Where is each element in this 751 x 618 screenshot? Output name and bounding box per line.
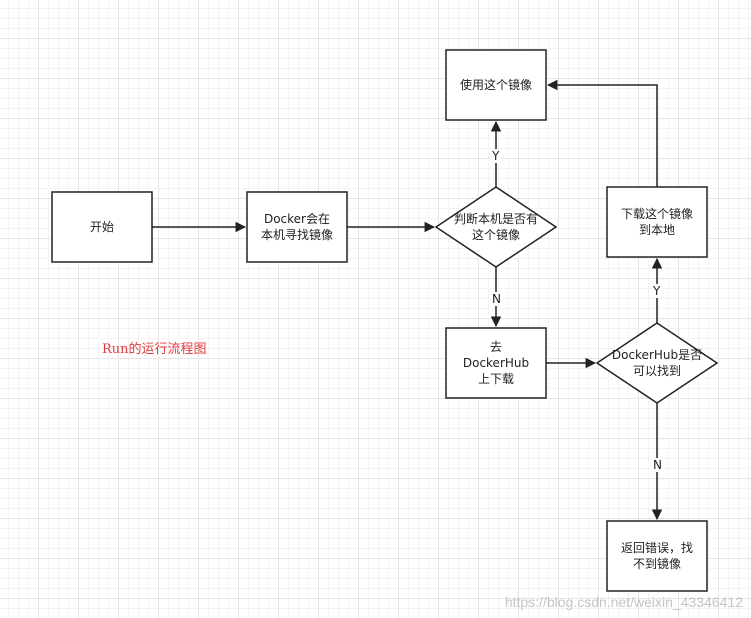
edge-download-to-use: [546, 79, 658, 187]
node-go-hub-box: [445, 327, 547, 399]
edge-judge-yes-label: Y: [490, 149, 502, 163]
node-start-box: [51, 191, 153, 263]
node-error-box: [606, 520, 708, 592]
node-go-hub-label: 去 DockerHub 上下载: [462, 340, 530, 386]
node-use-image-box: [445, 49, 547, 121]
node-start-label: 开始: [89, 220, 114, 234]
node-download-box: [606, 186, 708, 258]
watermark: https://blog.csdn.net/weixin_43346412: [504, 594, 743, 610]
node-docker-local-label: Docker会在 本机寻找镜像: [260, 212, 333, 242]
node-hub-found-label: DockerHub是否 可以找到: [611, 348, 703, 378]
edge-hub-no-label: N: [651, 458, 664, 472]
edge-judge-no-label: N: [490, 292, 503, 306]
edge-hub-yes-label: Y: [651, 284, 663, 298]
node-use-image-label: 使用这个镜像: [459, 78, 532, 92]
node-download-label: 下载这个镜像 到本地: [620, 207, 693, 237]
node-judge-local-label: 判断本机是否有 这个镜像: [453, 212, 538, 242]
node-error-label: 返回错误，找 不到镜像: [620, 541, 693, 571]
diagram-caption: Run的运行流程图: [102, 342, 207, 357]
node-docker-local-box: [246, 191, 348, 263]
